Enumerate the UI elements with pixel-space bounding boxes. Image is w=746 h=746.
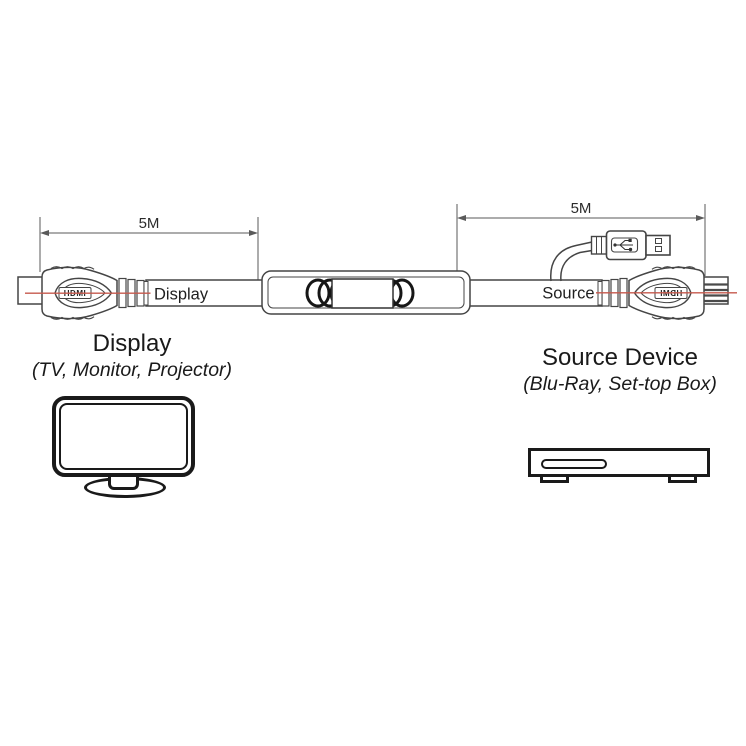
- right-dimension: [456, 204, 706, 276]
- monitor-illustration: [52, 396, 195, 477]
- display-title: Display: [92, 330, 172, 357]
- source-heading: Source Device (Blu-Ray, Set-top Box): [497, 344, 743, 396]
- extender-box: [261, 270, 471, 315]
- source-title: Source Device: [541, 344, 699, 371]
- source-subtitle: (Blu-Ray, Set-top Box): [523, 373, 717, 395]
- cable-label-display: Display: [154, 286, 209, 304]
- coil-label-tag: [331, 278, 394, 309]
- monitor-screen: [59, 403, 188, 470]
- cable-diagram-svg: 5M 5M: [17, 200, 737, 320]
- monitor-stand: [108, 474, 139, 490]
- cable-label-source: Source: [542, 285, 594, 303]
- left-dimension: [39, 217, 259, 281]
- settop-box-illustration: [528, 448, 710, 477]
- dimension-label-left: 5M: [139, 215, 160, 232]
- usb-logo-icon: [613, 238, 633, 252]
- hdmi-plug: [17, 276, 44, 305]
- disc-slot: [541, 459, 607, 469]
- display-subtitle: (TV, Monitor, Projector): [31, 359, 233, 381]
- right-plug-hatching: [704, 283, 728, 303]
- dimension-label-right: 5M: [571, 200, 592, 217]
- usb-connector: [550, 230, 671, 282]
- display-heading: Display (TV, Monitor, Projector): [8, 330, 256, 382]
